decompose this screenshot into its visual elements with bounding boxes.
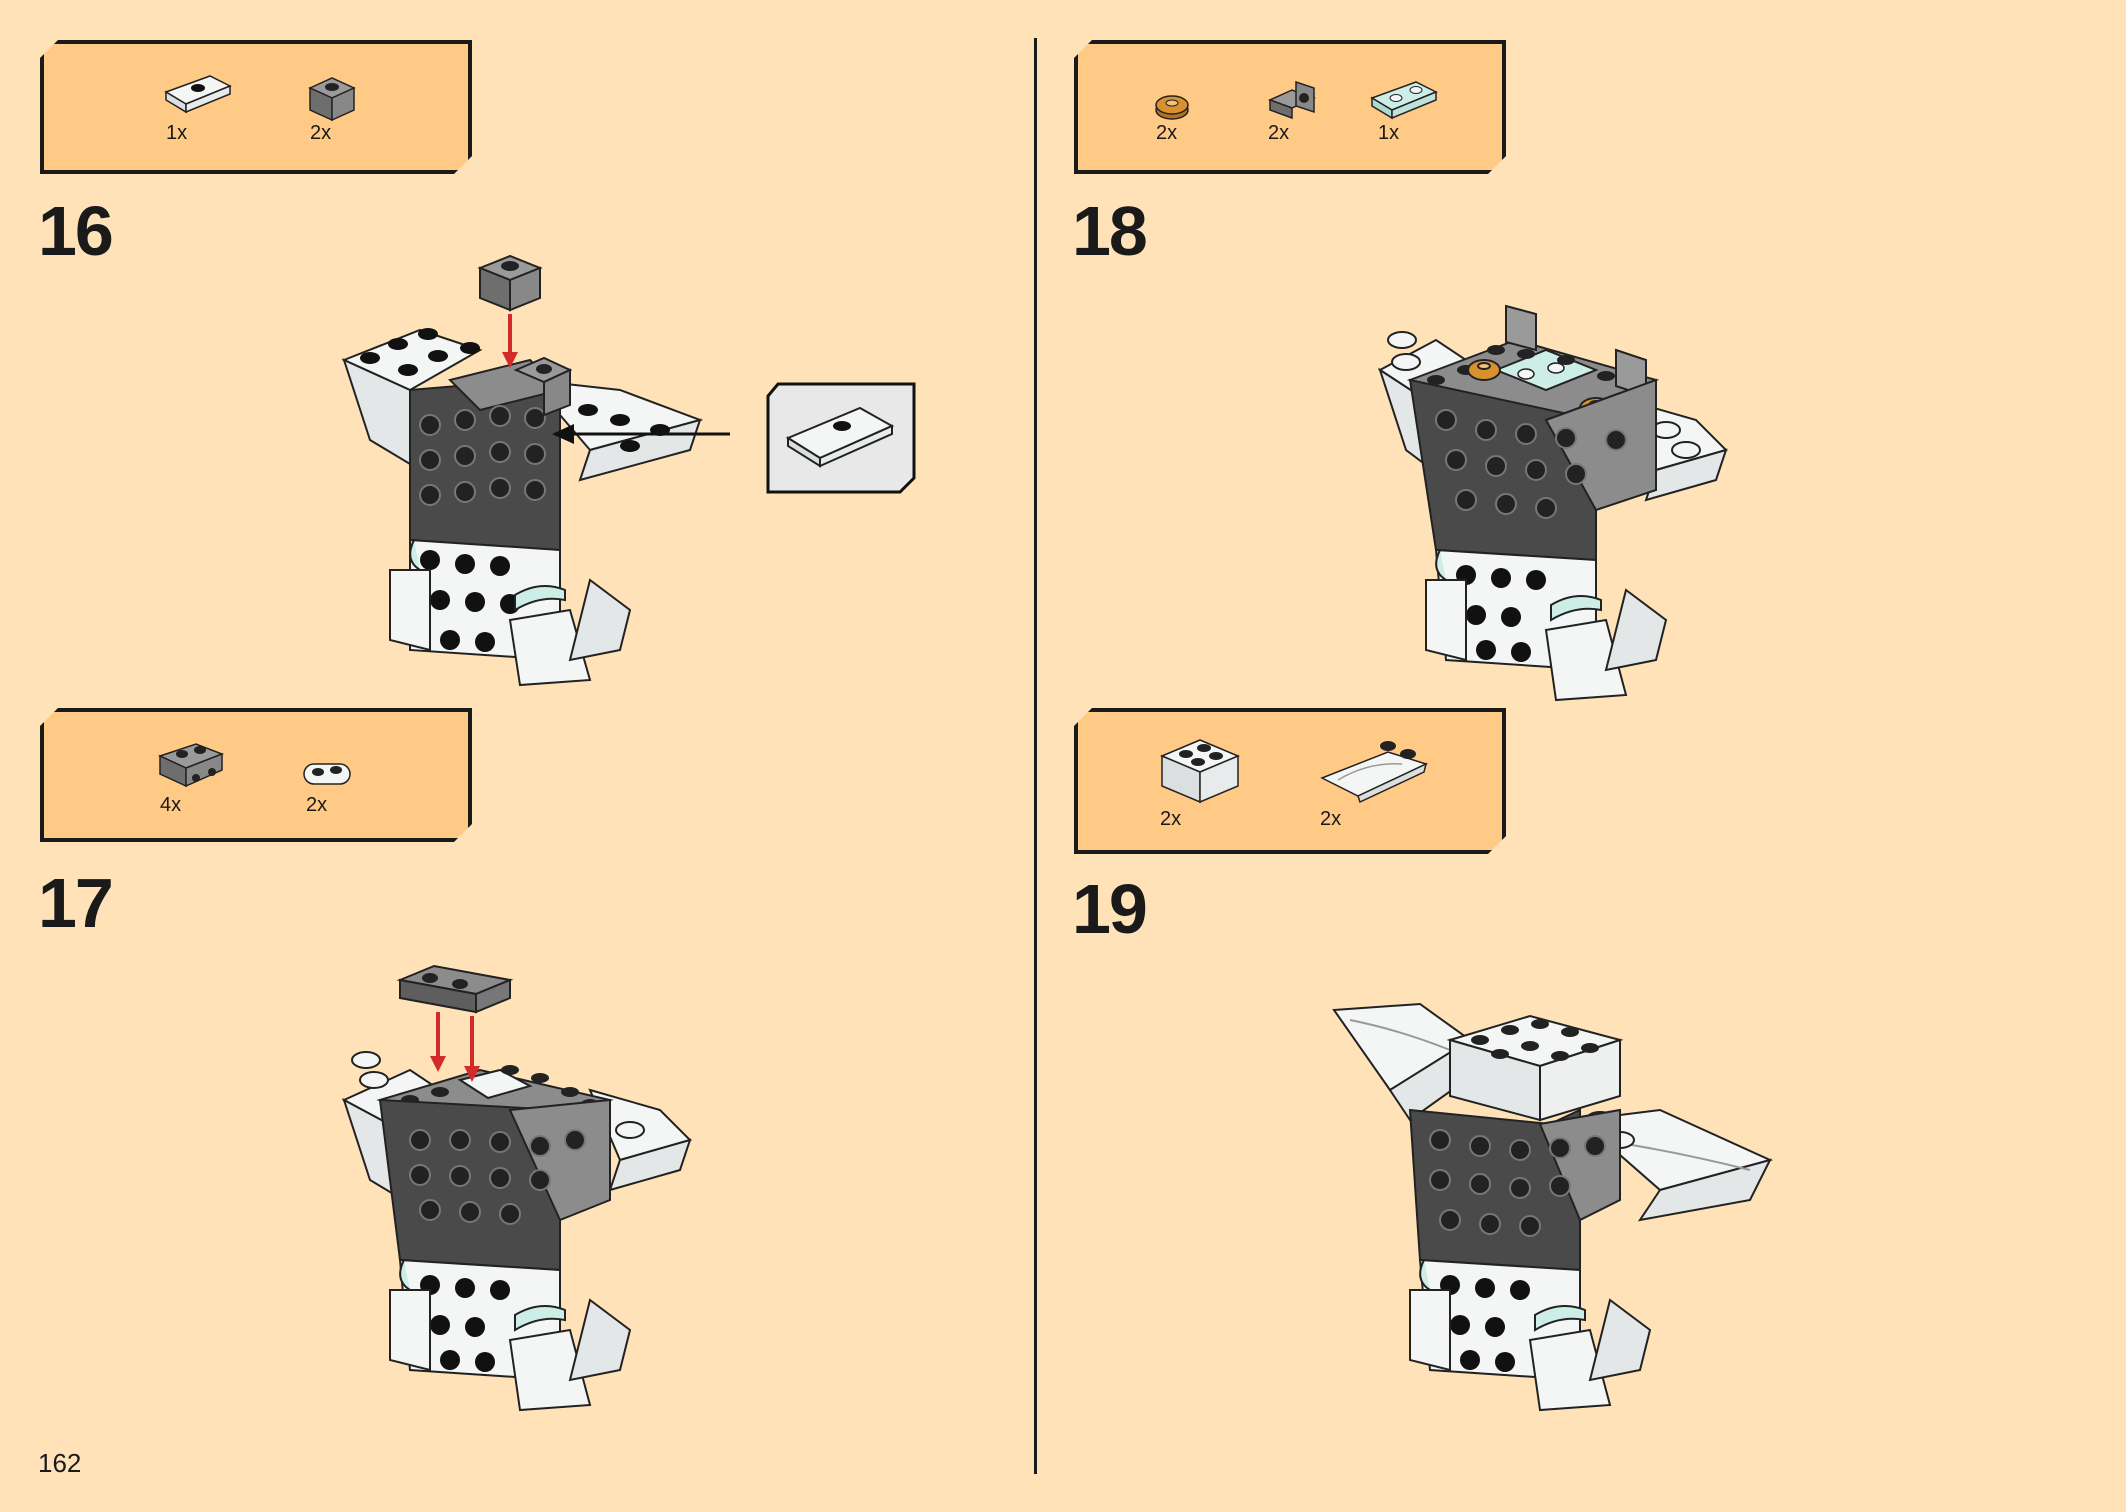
part-qty: 1x [166,122,188,144]
part-qty: 4x [160,794,182,816]
part-qty: 2x [306,794,328,816]
step-number: 19 [1072,870,1148,948]
page-divider [1034,38,1037,1474]
light-aqua-jumper-plate-icon [1368,74,1440,124]
parts-box-step-18: 2x 2x 1x [1074,40,1506,174]
step-number: 17 [38,864,114,942]
dark-gray-bracket-plate-icon [156,738,226,790]
part-qty: 2x [310,122,332,144]
part-qty: 2x [1160,808,1182,830]
orange-round-tile-icon [1152,90,1192,122]
parts-box-step-16: 1x 2x [40,40,472,174]
gray-bracket-icon [1266,78,1318,122]
build-illustration-step-19 [1330,1000,1790,1435]
page-number: 162 [38,1448,82,1478]
build-illustration-step-16 [330,240,770,705]
white-wedge-plate-icon [1318,734,1430,806]
step-number: 18 [1072,192,1148,270]
part-qty: 2x [1320,808,1342,830]
part-qty: 2x [1156,122,1178,144]
white-jumper-plate-icon [162,70,234,120]
build-illustration-step-17 [330,960,730,1425]
white-2x2-brick-icon [1158,734,1242,806]
sub-assembly-callout [766,382,916,499]
step-number: 16 [38,192,114,270]
white-rounded-plate-icon [300,756,356,792]
build-illustration-step-18 [1366,290,1746,715]
part-qty: 2x [1268,122,1290,144]
parts-box-step-19: 2x 2x [1074,708,1506,854]
dark-gray-1x1-brick-icon [306,74,358,124]
parts-box-step-17: 4x 2x [40,708,472,842]
part-qty: 1x [1378,122,1400,144]
